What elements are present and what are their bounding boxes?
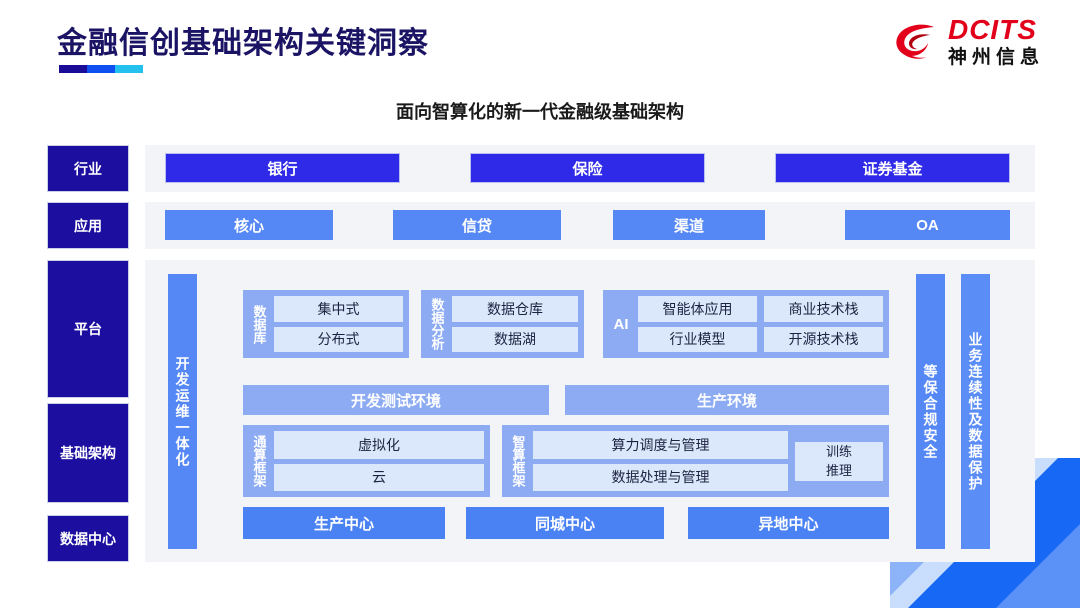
cell-data-lake[interactable]: 数据湖 <box>452 326 578 352</box>
logo-text-en: DCITS <box>947 14 1037 45</box>
bar-production-environment[interactable]: 生产环境 <box>565 385 889 415</box>
cell-opensource-stack[interactable]: 开源技术栈 <box>764 326 883 352</box>
diagram-subtitle: 面向智算化的新一代金融级基础架构 <box>396 102 684 122</box>
cell-data-processing[interactable]: 数据处理与管理 <box>533 463 788 491</box>
application-item-credit[interactable]: 信贷 <box>393 210 561 240</box>
industry-item-securities[interactable]: 证券基金 <box>775 153 1010 183</box>
group-ai-compute-framework: 智算框架 算力调度与管理 数据处理与管理 训练 推理 <box>502 425 889 497</box>
cell-virtualization[interactable]: 虚拟化 <box>274 431 484 459</box>
group-database: 数据库 集中式 分布式 <box>243 290 409 358</box>
datacenter-remote[interactable]: 异地中心 <box>688 507 889 539</box>
layer-label-industry: 行业 <box>47 145 129 192</box>
rule-segment-2 <box>87 65 115 73</box>
vertical-bar-business-continuity: 业务连续性及数据保护 <box>961 274 990 549</box>
layer-label-platform: 平台 <box>47 260 129 398</box>
layer-label-application: 应用 <box>47 202 129 249</box>
layer-label-datacenter: 数据中心 <box>47 515 129 562</box>
group-data-analytics: 数据分析 数据仓库 数据湖 <box>421 290 584 358</box>
logo-text-cn: 神州信息 <box>947 47 1044 68</box>
cell-data-warehouse[interactable]: 数据仓库 <box>452 296 578 322</box>
title-underline-rule <box>59 65 143 73</box>
industry-item-bank[interactable]: 银行 <box>165 153 400 183</box>
application-item-core[interactable]: 核心 <box>165 210 333 240</box>
swirl-logo-icon <box>892 18 940 66</box>
cell-database-distributed[interactable]: 分布式 <box>274 326 403 352</box>
layer-label-infrastructure: 基础架构 <box>47 403 129 503</box>
page-header: 金融信创基础架构关键洞察 DCITS 神州信息 <box>0 0 1080 92</box>
inference-label: 推理 <box>825 463 852 478</box>
bar-dev-test-environment[interactable]: 开发测试环境 <box>243 385 549 415</box>
group-database-title: 数据库 <box>251 304 267 344</box>
logo-wordmark: DCITS 神州信息 <box>947 14 1044 68</box>
cell-industry-model[interactable]: 行业模型 <box>638 326 757 352</box>
group-ai-compute-title: 智算框架 <box>510 435 526 487</box>
architecture-diagram: 行业 应用 平台 基础架构 数据中心 银行 保险 证券基金 核心 信贷 渠道 O… <box>0 140 1080 570</box>
datacenter-metro[interactable]: 同城中心 <box>466 507 664 539</box>
training-label: 训练 <box>825 443 852 459</box>
datacenter-production[interactable]: 生产中心 <box>243 507 445 539</box>
application-item-oa[interactable]: OA <box>845 210 1010 240</box>
industry-item-insurance[interactable]: 保险 <box>470 153 705 183</box>
group-general-compute-title: 通算框架 <box>251 435 267 487</box>
group-ai-title: AI <box>613 315 629 333</box>
group-ai: AI 智能体应用 商业技术栈 行业模型 开源技术栈 <box>603 290 889 358</box>
rule-segment-1 <box>59 65 87 73</box>
cell-commercial-stack[interactable]: 商业技术栈 <box>764 296 883 322</box>
cell-cloud[interactable]: 云 <box>274 463 484 491</box>
company-logo: DCITS 神州信息 <box>892 16 1044 67</box>
cell-agent-application[interactable]: 智能体应用 <box>638 296 757 322</box>
cell-compute-scheduling[interactable]: 算力调度与管理 <box>533 431 788 459</box>
page-title: 金融信创基础架构关键洞察 <box>57 27 429 60</box>
cell-training-inference[interactable]: 训练 推理 <box>795 441 883 481</box>
application-band: 核心 信贷 渠道 OA <box>145 202 1035 249</box>
group-general-compute-framework: 通算框架 虚拟化 云 <box>243 425 490 497</box>
industry-band: 银行 保险 证券基金 <box>145 145 1035 192</box>
vertical-bar-devops: 开发运维一体化 <box>168 274 197 549</box>
application-item-channel[interactable]: 渠道 <box>613 210 765 240</box>
vertical-bar-compliance-security: 等保合规安全 <box>916 274 945 549</box>
rule-segment-3 <box>115 65 143 73</box>
group-analytics-title: 数据分析 <box>429 298 445 350</box>
cell-database-centralized[interactable]: 集中式 <box>274 296 403 322</box>
